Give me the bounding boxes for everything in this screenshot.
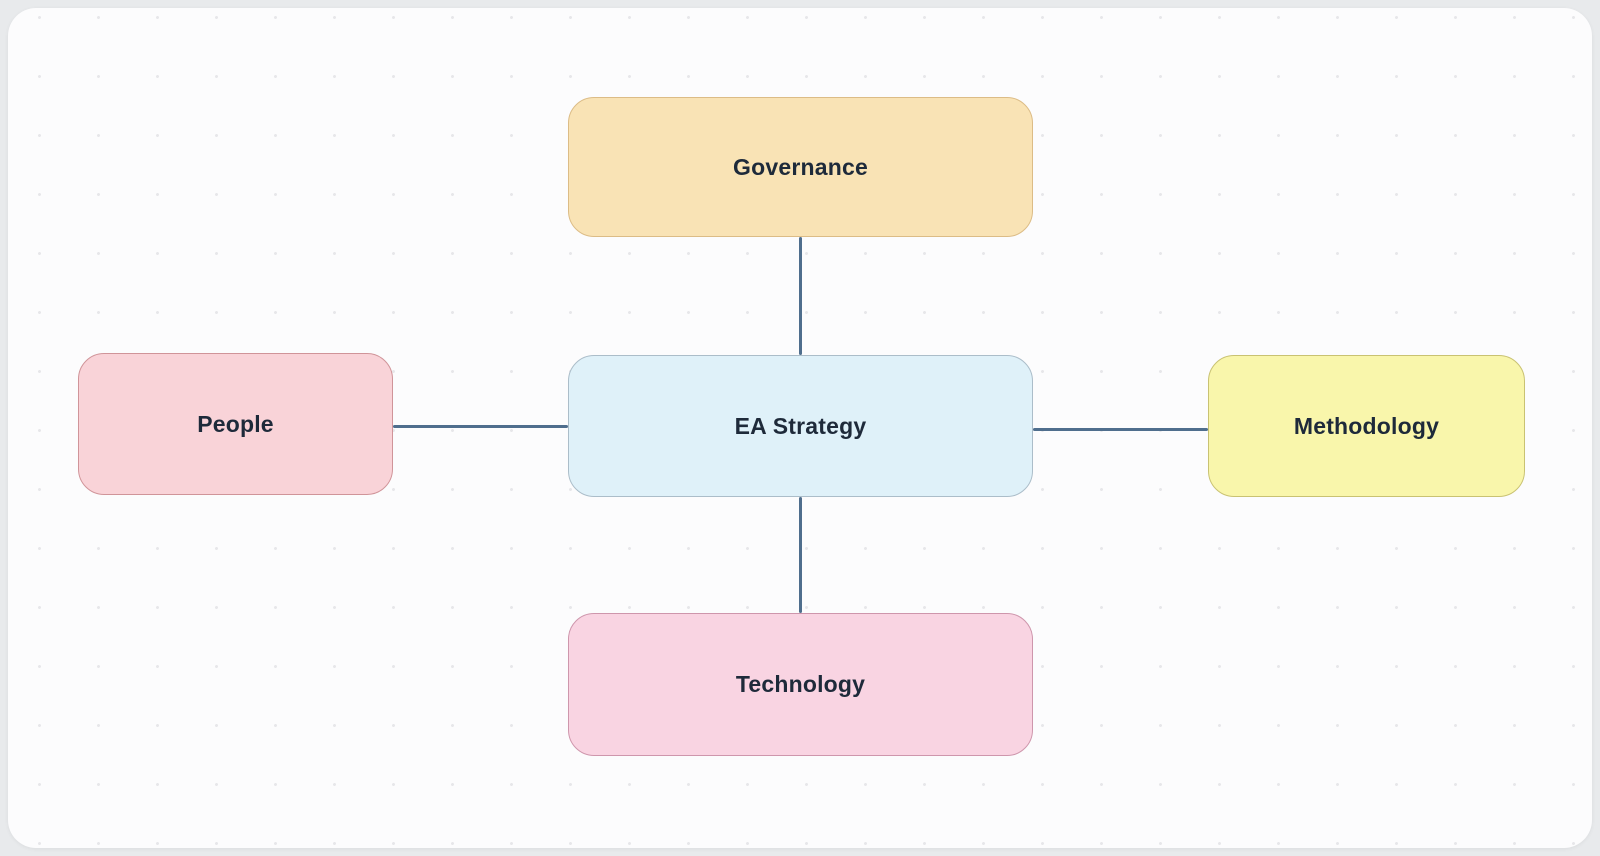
node-methodology-label: Methodology — [1293, 412, 1440, 439]
node-people[interactable]: People — [78, 353, 393, 495]
connector-governance-to-ea-strategy[interactable] — [799, 237, 802, 355]
node-governance-label: Governance — [733, 153, 868, 180]
node-methodology[interactable]: Methodology — [1208, 355, 1525, 497]
connector-ea-strategy-to-methodology[interactable] — [1033, 428, 1208, 431]
diagram-canvas[interactable]: Governance People EA Strategy Methodolog… — [8, 8, 1592, 848]
connector-people-to-ea-strategy[interactable] — [393, 425, 568, 428]
node-people-label: People — [197, 410, 274, 437]
node-technology[interactable]: Technology — [568, 613, 1033, 756]
connector-ea-strategy-to-technology[interactable] — [799, 497, 802, 613]
node-ea-strategy[interactable]: EA Strategy — [568, 355, 1033, 497]
node-technology-label: Technology — [735, 671, 866, 697]
node-ea-strategy-label: EA Strategy — [734, 412, 867, 439]
node-governance[interactable]: Governance — [568, 97, 1033, 237]
